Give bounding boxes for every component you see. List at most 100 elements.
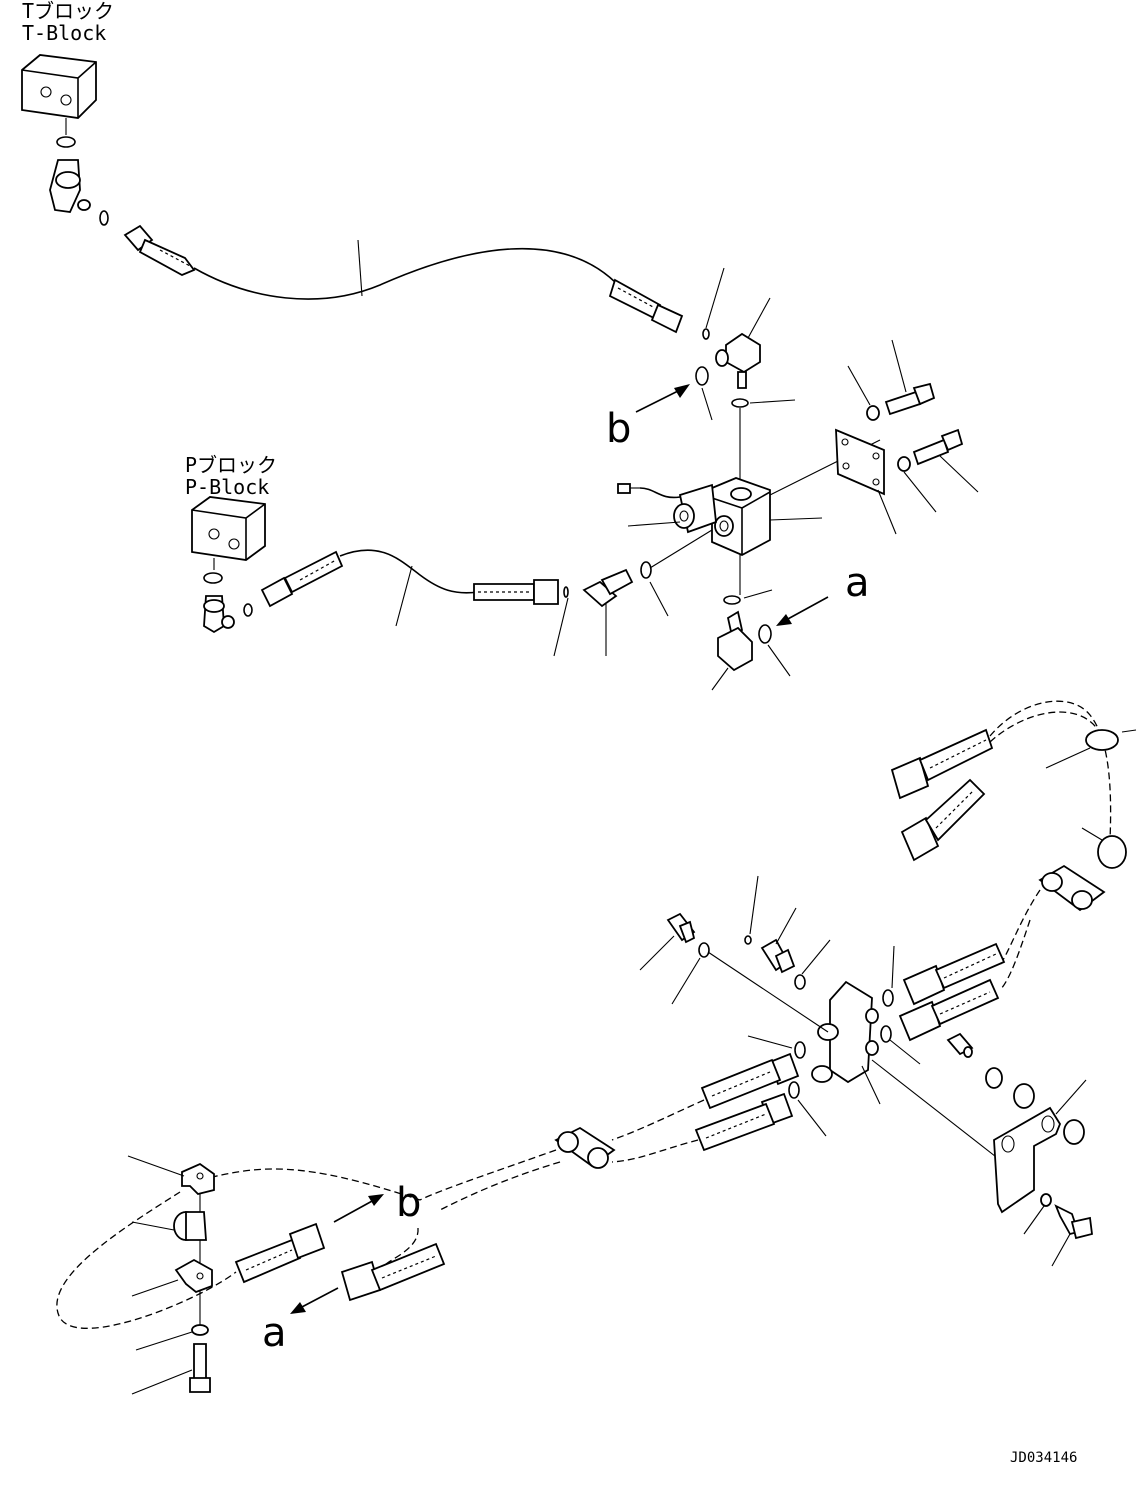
lower-hose-end-b	[234, 1222, 326, 1284]
axis-cap	[707, 951, 829, 1033]
leader-clamp-bracket-top	[127, 1155, 185, 1177]
t-block-oring	[56, 136, 76, 148]
oring-manifold-1	[882, 989, 894, 1007]
lower-elbow-fitting	[717, 610, 753, 672]
hose-dash-left-3	[383, 1227, 419, 1269]
solenoid-coil	[617, 483, 717, 534]
leader-bolt-bracket	[1051, 1233, 1071, 1267]
leader-washer-clamp	[135, 1331, 193, 1351]
oring-b	[695, 366, 709, 386]
arrow-a-upper	[785, 596, 829, 621]
clamp-lower	[1097, 835, 1127, 869]
leader-oring-manifold-4	[797, 1099, 827, 1137]
cover-plate	[835, 428, 885, 496]
leader-oring-valve-bottom	[743, 589, 773, 599]
leader-manifold	[861, 1065, 881, 1105]
leader-oring-b	[701, 387, 713, 421]
marker-a-upper: a	[845, 560, 870, 606]
leader-bushing	[131, 1221, 175, 1231]
arrowhead-b-upper	[674, 384, 690, 398]
p-block	[191, 496, 266, 561]
oring-a	[758, 624, 772, 644]
upper-right-hose-1	[890, 700, 1112, 841]
upper-elbow-fitting	[715, 332, 761, 389]
oring-manifold-3	[794, 1041, 806, 1059]
marker-a-lower: a	[262, 1310, 287, 1356]
oring-cap	[698, 942, 710, 958]
leader-seal-top	[749, 875, 759, 935]
drawing-id: JD034146	[1010, 1450, 1077, 1466]
solenoid-valve-block	[711, 477, 771, 556]
leader-clamp-upper	[1045, 747, 1091, 769]
leader-bolt-2	[939, 455, 979, 493]
leader-bolt-clamp	[131, 1369, 193, 1395]
leader-washer-1	[847, 365, 871, 406]
oring-valve-bottom	[723, 595, 741, 605]
middle-hose-ends	[898, 942, 1006, 1042]
oring-manifold-2	[880, 1025, 892, 1043]
clamp-bracket-bottom	[174, 1258, 213, 1294]
oring-manifold-4	[788, 1081, 800, 1099]
leader-oring-manifold-3	[747, 1035, 793, 1049]
leader-oring-valve-top	[749, 399, 796, 404]
leader-seal-p	[553, 597, 569, 657]
washer-cover-1	[866, 405, 880, 421]
oring-valve-top	[731, 398, 749, 408]
hose-dash-left-2	[439, 1161, 561, 1211]
axis-bracket	[871, 1059, 1001, 1161]
seal-small-p	[563, 586, 569, 598]
p-block-label-en: P-Block	[185, 475, 269, 499]
leader-fitting-top	[775, 907, 797, 945]
arrowhead-a-lower	[290, 1302, 306, 1314]
t-block-seal	[99, 210, 109, 226]
t-block-hose	[123, 224, 684, 334]
p-block-oring	[203, 572, 223, 584]
leader-oring-manifold-2	[889, 1039, 921, 1065]
arrow-a-lower	[299, 1287, 339, 1309]
leader-bolt-1	[891, 339, 907, 393]
washer-cover-2	[897, 456, 911, 472]
leader-elbow-upper	[747, 297, 771, 339]
arrow-b-upper	[635, 389, 681, 413]
leader-oring-cap	[671, 957, 701, 1005]
oring-top	[794, 974, 806, 990]
arrowhead-a-upper	[776, 614, 792, 626]
clamp-bracket-top	[181, 1162, 215, 1195]
p-block-elbow-fitting	[203, 595, 235, 634]
hose-loop-dash-2	[199, 1168, 421, 1201]
hose-loop-dash	[56, 1191, 237, 1329]
bolt-cover-1	[884, 382, 936, 416]
seal-top-small	[744, 935, 752, 945]
lower-hose-1	[611, 1052, 800, 1141]
leader-washer-bracket	[1023, 1205, 1045, 1235]
angled-elbow-fitting	[582, 568, 634, 608]
leader-clamp-bracket-bottom	[131, 1279, 179, 1297]
leader-hose-p	[395, 565, 413, 627]
marker-b-upper: b	[606, 406, 631, 452]
hose-dash-right-2	[999, 919, 1031, 991]
axis-side	[649, 529, 713, 569]
straight-fitting-top	[760, 938, 796, 974]
clamp-upper	[1085, 729, 1119, 751]
rubber-bushing	[173, 1211, 207, 1241]
clamp-upper-tail	[1121, 729, 1137, 733]
leader-bracket	[1055, 1079, 1087, 1115]
t-block-label-en: T-Block	[22, 21, 106, 45]
washer-clamp	[191, 1324, 209, 1336]
bolt-cover-2	[912, 428, 964, 466]
t-block-elbow-fitting	[49, 159, 91, 213]
seal-small-upper	[702, 328, 710, 340]
leader-clamp-lower	[1081, 827, 1103, 841]
marker-b-lower: b	[396, 1180, 421, 1226]
leader-valve-block	[769, 517, 823, 521]
hose-holder-right	[1038, 864, 1106, 912]
leader-cap	[639, 935, 675, 971]
leader-washer-2	[903, 471, 937, 513]
leader-oring-manifold-1	[891, 945, 895, 989]
bolt-bracket	[1054, 1204, 1093, 1240]
leader-hose-t	[357, 239, 363, 297]
hose-holder-left	[554, 1126, 616, 1169]
mounting-bracket	[993, 1106, 1062, 1214]
leader-oring-a	[767, 644, 791, 677]
